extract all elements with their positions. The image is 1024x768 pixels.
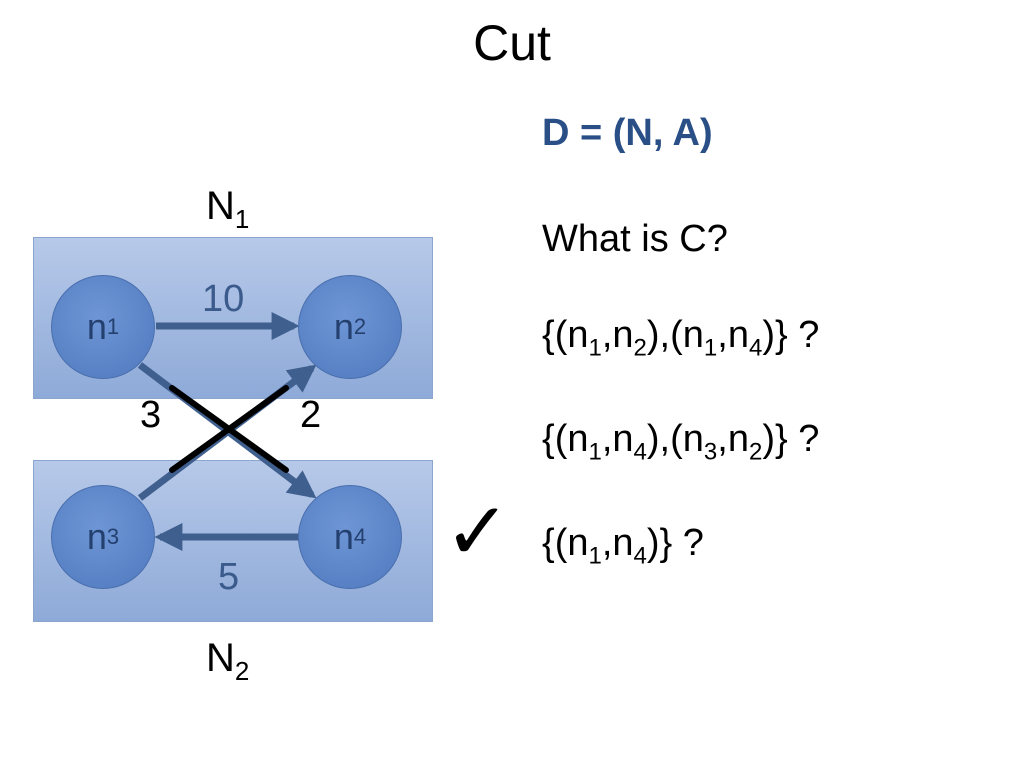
weight-n1-n2: 10 [202, 278, 245, 320]
digraph-definition: D = (N, A) [542, 112, 713, 154]
check-mark-icon: ✓ [444, 487, 512, 576]
weight-n3-n2: 2 [300, 394, 322, 436]
question-text: What is C? [542, 218, 728, 260]
option-2: {(n1,n4),(n3,n2)} ? [542, 418, 820, 466]
set-label-n1: N1 [206, 184, 250, 234]
set-label-n2: N2 [206, 636, 250, 686]
option-1: {(n1,n2),(n1,n4)} ? [542, 314, 820, 362]
slide-title: Cut [473, 15, 551, 71]
weight-n1-n4: 3 [140, 394, 162, 436]
cut-mark-b [169, 385, 289, 473]
option-3: {(n1,n4)} ? [542, 522, 704, 570]
weight-n4-n3: 5 [218, 556, 240, 598]
